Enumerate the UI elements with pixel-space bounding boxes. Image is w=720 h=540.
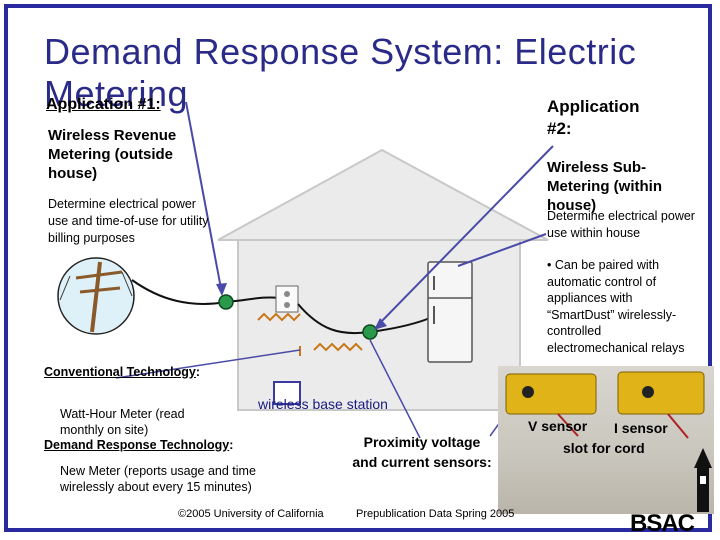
conventional-technology-heading: Conventional Technology: (44, 364, 200, 380)
bsac-logo: BSAC (630, 510, 695, 537)
new-meter-label: New Meter (60, 464, 121, 478)
wireless-signal-left (257, 312, 301, 322)
application-1-subheading: Wireless Revenue Metering (outside house… (48, 127, 177, 182)
conventional-label: Conventional Technology (44, 365, 196, 379)
application-2-bullet: • Can be paired with automatic control o… (547, 258, 685, 355)
outlet-icon (275, 285, 299, 313)
sensor-photo (498, 366, 714, 514)
prepublication-footer: Prepublication Data Spring 2005 (356, 508, 515, 520)
base-station-icon (273, 381, 301, 405)
slide-border (4, 4, 712, 532)
utility-pole-icon (57, 257, 135, 335)
power-line (131, 279, 227, 305)
application-2-heading: Application #2: (547, 97, 640, 138)
v-sensor-label: V sensor (528, 418, 588, 434)
new-meter-description: (reports usage and time wirelessly about… (60, 464, 256, 494)
new-meter-text: New Meter (reports usage and time wirele… (60, 463, 300, 495)
application-1-description: Determine electrical power use and time-… (48, 197, 209, 245)
slot-for-cord-label: slot for cord (563, 440, 645, 456)
wireless-base-station-label: wireless base station (258, 396, 388, 412)
proximity-sensors-label: Proximity voltage and current sensors: (352, 434, 492, 470)
application-2-description: Determine electrical power use within ho… (547, 209, 695, 240)
slide-title: Demand Response System: Electric (44, 31, 637, 72)
copyright-footer: ©2005 University of California (178, 508, 324, 520)
meter-node-icon (218, 294, 234, 310)
campanile-icon (694, 448, 712, 512)
demand-response-heading: Demand Response Technology: (44, 437, 233, 453)
submeter-node-icon (362, 324, 378, 340)
refrigerator-icon (427, 261, 473, 363)
application-1-heading: Application #1: (46, 96, 161, 113)
application-2-subheading: Wireless Sub-Metering (within house) (547, 159, 662, 214)
sensor-devices-icon (505, 371, 705, 439)
wireless-signal-right (313, 342, 363, 352)
demand-response-label: Demand Response Technology (44, 438, 230, 452)
watt-hour-meter-text: Watt-Hour Meter (read monthly on site) (60, 407, 185, 437)
i-sensor-label: I sensor (614, 420, 668, 436)
demand-response-colon: : (229, 438, 234, 452)
slide-title-line2: Metering (44, 73, 189, 114)
conventional-colon: : (195, 365, 201, 379)
